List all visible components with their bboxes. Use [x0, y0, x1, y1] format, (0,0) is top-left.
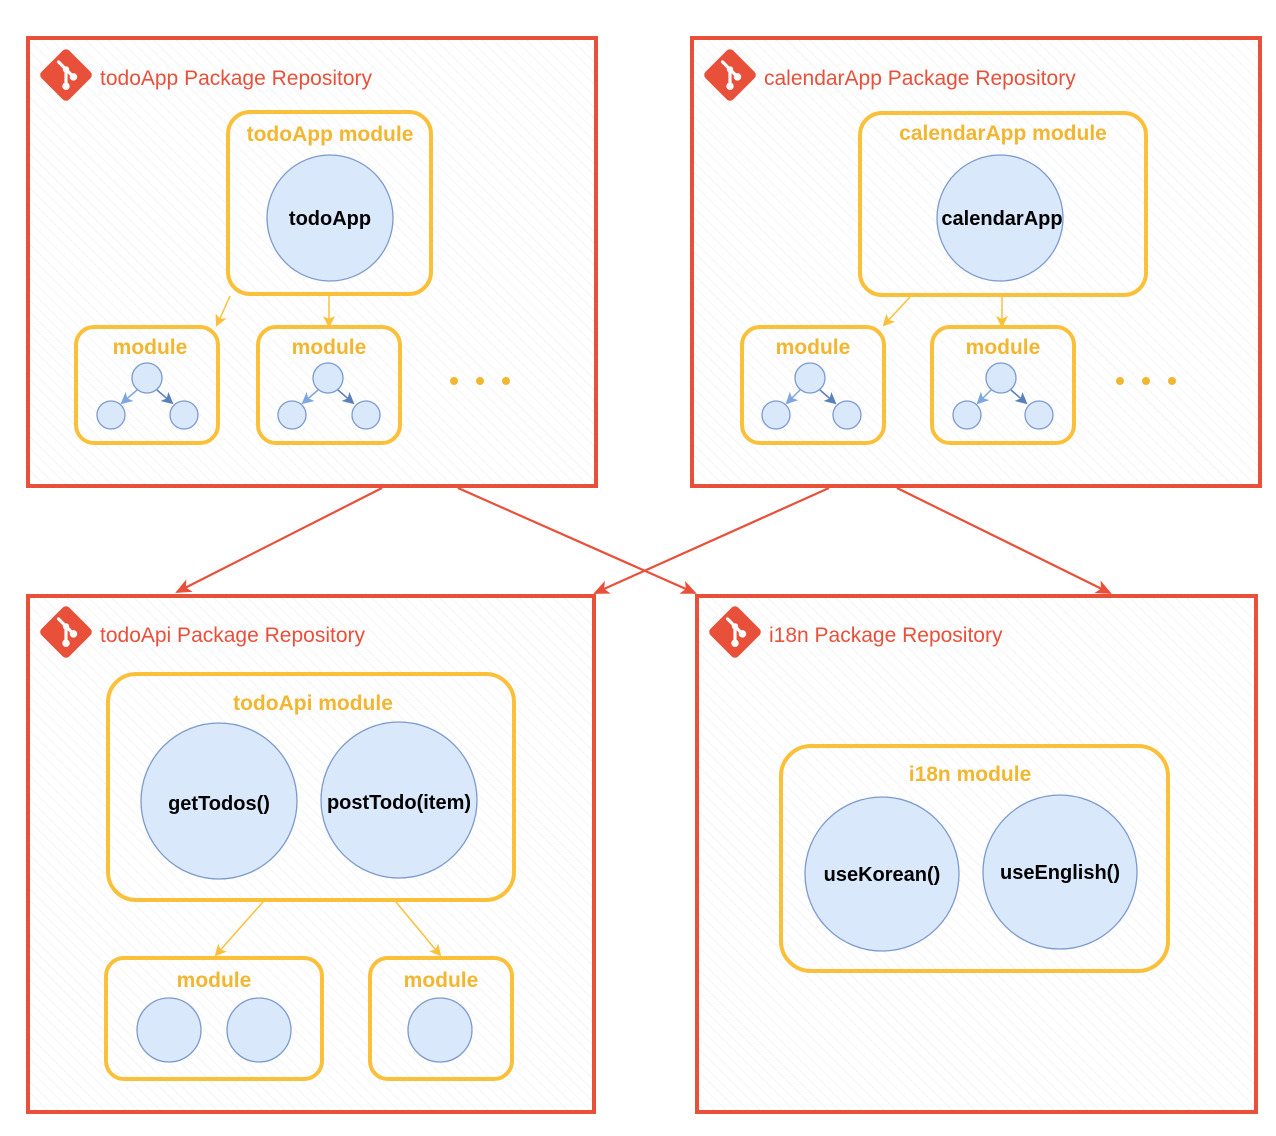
node-edge: [156, 389, 174, 405]
node[interactable]: [320, 721, 478, 879]
sub-module[interactable]: module: [74, 325, 220, 445]
node[interactable]: [266, 154, 394, 282]
repo-todoApp[interactable]: todoApp Package Repository todoApp modul…: [26, 36, 598, 488]
node[interactable]: [832, 400, 862, 430]
module-title: todoApi module: [233, 692, 393, 715]
edge-todoApp-to-todoApi: [175, 487, 383, 593]
more-modules-ellipsis: [450, 377, 510, 385]
repo-dependency-edges: [175, 486, 1112, 595]
node[interactable]: [982, 794, 1138, 950]
node[interactable]: [131, 362, 163, 394]
module-title: i18n module: [909, 763, 1032, 786]
node-label: useKorean(): [824, 864, 941, 886]
node-label: useEnglish(): [1000, 862, 1120, 884]
node[interactable]: [312, 362, 344, 394]
module-edge: [214, 901, 264, 957]
sub-module[interactable]: module: [104, 956, 324, 1081]
node[interactable]: [140, 722, 298, 880]
edge-todoApp-to-i18n: [457, 486, 697, 595]
sub-module[interactable]: module: [740, 325, 886, 445]
module-title: module: [292, 336, 367, 359]
node[interactable]: [804, 796, 960, 952]
repo-todoApi[interactable]: todoApi Package Repository todoApi modul…: [26, 594, 596, 1114]
module-edge: [395, 901, 442, 957]
node-edge: [1010, 389, 1028, 405]
node[interactable]: [277, 400, 307, 430]
node-label: getTodos(): [168, 793, 270, 815]
node-edge: [976, 389, 992, 405]
node[interactable]: [351, 400, 381, 430]
node-edge: [785, 389, 801, 405]
node-edge: [337, 389, 355, 405]
module-title: calendarApp module: [899, 122, 1107, 145]
node[interactable]: [985, 362, 1017, 394]
repo-i18n[interactable]: i18n Package Repository i18n module useK…: [695, 594, 1258, 1114]
repo-title: i18n Package Repository: [769, 624, 1003, 647]
node-edge: [301, 389, 319, 405]
more-modules-ellipsis: [1116, 377, 1176, 385]
sub-module[interactable]: module: [930, 325, 1076, 445]
node[interactable]: [169, 400, 199, 430]
module-edge: [215, 295, 231, 327]
node-edge: [819, 389, 837, 405]
repo-title: calendarApp Package Repository: [764, 67, 1076, 90]
module-edge: [882, 296, 911, 327]
node[interactable]: [407, 997, 473, 1063]
main-module[interactable]: todoApp module todoApp: [226, 110, 433, 296]
main-module[interactable]: todoApi module getTodos() postTodo(item): [106, 672, 516, 902]
node[interactable]: [136, 997, 202, 1063]
node[interactable]: [1024, 400, 1054, 430]
repo-title: todoApi Package Repository: [100, 624, 365, 647]
sub-module[interactable]: module: [368, 956, 514, 1081]
repo-calendarApp[interactable]: calendarApp Package Repository calendarA…: [690, 36, 1262, 488]
edge-calendarApp-to-i18n: [896, 487, 1112, 594]
main-module[interactable]: i18n module useKorean() useEnglish(): [779, 744, 1170, 973]
node[interactable]: [952, 400, 982, 430]
module-title: module: [404, 969, 479, 992]
node-label: postTodo(item): [327, 792, 471, 814]
module-title: module: [966, 336, 1041, 359]
node[interactable]: [761, 400, 791, 430]
node[interactable]: [226, 997, 292, 1063]
module-title: module: [177, 969, 252, 992]
module-title: module: [776, 336, 851, 359]
module-title: todoApp module: [247, 123, 414, 146]
node-edge: [120, 389, 138, 405]
repo-title: todoApp Package Repository: [100, 67, 373, 90]
node-label: calendarApp: [941, 208, 1062, 230]
edge-calendarApp-to-todoApi: [593, 486, 830, 595]
sub-module[interactable]: module: [256, 325, 402, 445]
node-label: todoApp: [289, 208, 371, 230]
node[interactable]: [794, 362, 826, 394]
node[interactable]: [96, 400, 126, 430]
main-module[interactable]: calendarApp module calendarApp: [858, 111, 1148, 297]
node[interactable]: [936, 154, 1064, 282]
module-title: module: [113, 336, 188, 359]
